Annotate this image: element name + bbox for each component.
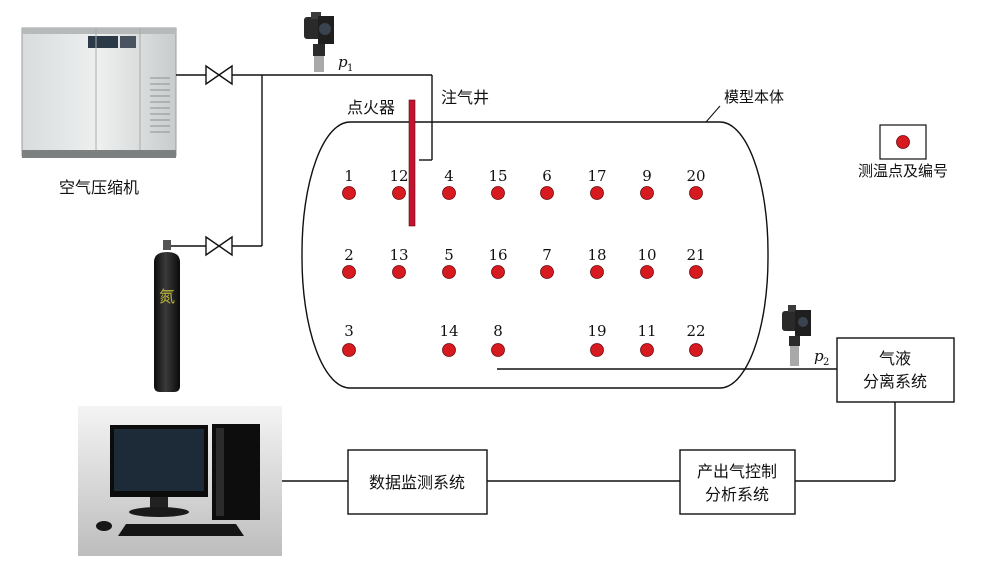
data-monitor-box — [347, 449, 488, 515]
temperature-point-marker — [689, 186, 703, 200]
temperature-point-label: 2 — [344, 246, 354, 264]
temperature-point-label: 11 — [637, 322, 656, 340]
temperature-point-label: 12 — [389, 167, 408, 185]
temperature-point-label: 10 — [637, 246, 656, 264]
temperature-point-marker — [590, 186, 604, 200]
temperature-point-label: 18 — [587, 246, 606, 264]
temperature-point-label: 1 — [344, 167, 354, 185]
temperature-point-label: 16 — [488, 246, 507, 264]
air-compressor — [21, 27, 177, 158]
gas-liquid-label-1: 气液 — [879, 349, 911, 368]
temperature-point-label: 15 — [488, 167, 507, 185]
temperature-point-label: 5 — [444, 246, 454, 264]
temperature-point-label: 20 — [686, 167, 705, 185]
temperature-point-marker — [491, 265, 505, 279]
valve-icon — [205, 235, 233, 257]
temperature-point-label: 4 — [444, 167, 454, 185]
temperature-point-marker — [540, 265, 554, 279]
igniter — [408, 99, 416, 227]
temperature-point-marker — [491, 343, 505, 357]
temperature-point-label: 8 — [493, 322, 503, 340]
temperature-point-marker — [342, 265, 356, 279]
gauge-p1-symbol: p — [338, 53, 348, 71]
data-monitor-label: 数据监测系统 — [369, 473, 465, 492]
model-body — [301, 121, 769, 389]
temperature-point-marker — [590, 343, 604, 357]
production-control-label-2: 分析系统 — [705, 485, 769, 504]
temperature-point-label: 14 — [439, 322, 458, 340]
pressure-gauge-p2-icon — [782, 305, 811, 366]
temperature-point-label: 9 — [642, 167, 652, 185]
temperature-point-marker — [491, 186, 505, 200]
temperature-point-marker — [442, 265, 456, 279]
model-body-leader — [705, 105, 721, 123]
legend-point-icon — [896, 135, 910, 149]
temperature-point-marker — [392, 186, 406, 200]
temperature-point-marker — [392, 265, 406, 279]
temperature-point-label: 17 — [587, 167, 606, 185]
temperature-point-label: 21 — [686, 246, 705, 264]
production-control-label-1: 产出气控制 — [697, 462, 777, 481]
temperature-point-marker — [640, 186, 654, 200]
temperature-point-marker — [442, 186, 456, 200]
cylinder-label: 氮 — [159, 287, 175, 306]
temperature-point-marker — [640, 343, 654, 357]
temperature-point-marker — [442, 343, 456, 357]
gas-liquid-label-2: 分离系统 — [863, 372, 927, 391]
computer-icon — [78, 406, 282, 556]
lower-connectors — [282, 402, 896, 482]
temperature-point-label: 6 — [542, 167, 552, 185]
gauge-p1-subscript: 1 — [347, 63, 353, 74]
temperature-point-label: 13 — [389, 246, 408, 264]
supply-pipes — [167, 74, 433, 247]
production-control-box — [679, 449, 796, 515]
temperature-point-marker — [342, 343, 356, 357]
igniter-label: 点火器 — [347, 98, 395, 117]
pressure-gauge-p1-icon — [304, 12, 334, 72]
temperature-point-label: 22 — [686, 322, 705, 340]
temperature-point-label: 7 — [542, 246, 552, 264]
temperature-point-marker — [689, 343, 703, 357]
temperature-point-label: 3 — [344, 322, 354, 340]
temperature-point-marker — [590, 265, 604, 279]
valve-icon — [205, 64, 233, 86]
legend-label: 测温点及编号 — [858, 162, 948, 180]
gauge-p2-symbol: p — [814, 347, 824, 365]
nitrogen-cylinder — [154, 240, 180, 392]
temperature-point-label: 19 — [587, 322, 606, 340]
temperature-point-marker — [540, 186, 554, 200]
gas-liquid-separation-box — [836, 337, 955, 403]
compressor-label: 空气压缩机 — [59, 178, 139, 197]
temperature-point-marker — [640, 265, 654, 279]
temperature-point-marker — [342, 186, 356, 200]
model-body-label: 模型本体 — [724, 88, 784, 106]
injection-well-label: 注气井 — [441, 88, 489, 107]
temperature-point-marker — [689, 265, 703, 279]
gauge-p2-subscript: 2 — [823, 357, 829, 368]
